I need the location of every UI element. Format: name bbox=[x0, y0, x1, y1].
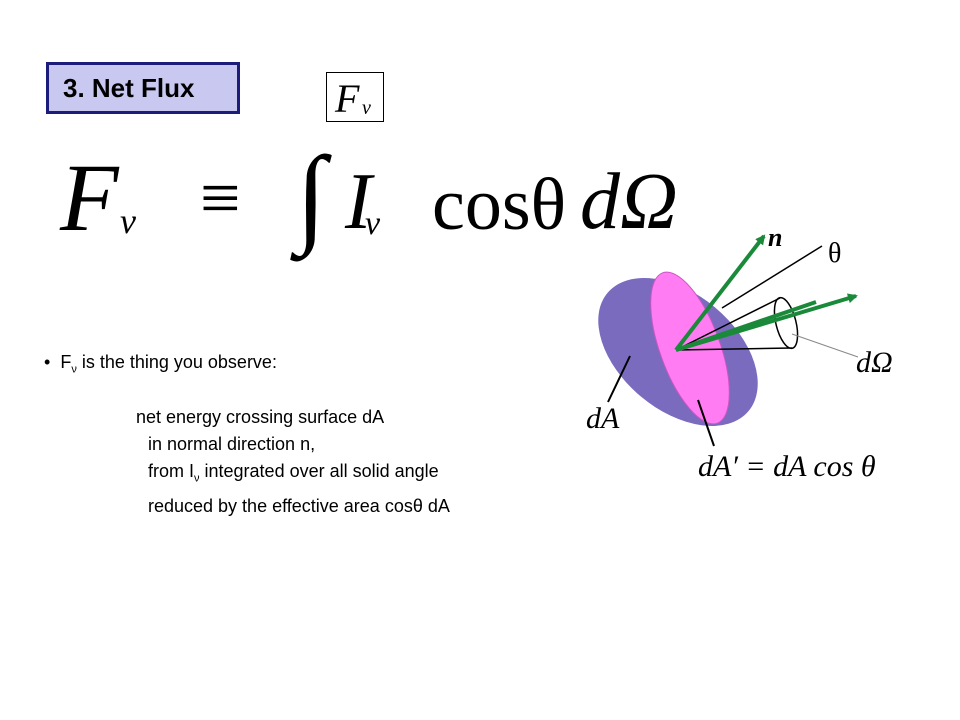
dA-leader bbox=[607, 355, 631, 403]
equation-intensity-subscript: ν bbox=[365, 205, 381, 242]
equation-equiv: ≡ bbox=[200, 158, 241, 238]
equation-integral: ∫ bbox=[296, 134, 327, 256]
description-line-4: reduced by the effective area cosθ dA bbox=[148, 495, 450, 516]
description-line-1: net energy crossing surface dA bbox=[136, 407, 385, 427]
description-line-3-post: integrated over all solid angle bbox=[199, 461, 439, 481]
equation-cos: cosθ bbox=[432, 164, 567, 246]
description: net energy crossing surface dA in normal… bbox=[136, 404, 450, 520]
equation-intensity: I bbox=[345, 158, 372, 246]
equation-domega: dΩ bbox=[580, 158, 678, 246]
bullet-point: • Fν is the thing you observe: bbox=[44, 352, 277, 376]
description-line-3: from Iν integrated over all solid angle bbox=[136, 458, 450, 493]
bullet-sub: ν bbox=[71, 363, 77, 376]
intensity-arrow-2 bbox=[675, 300, 817, 352]
domega-leader bbox=[791, 333, 859, 358]
flux-equation: F ν ≡ ∫ I ν cosθ dΩ bbox=[0, 0, 960, 280]
bullet-text: is the thing you observe: bbox=[76, 352, 277, 372]
bullet-marker: • bbox=[44, 352, 51, 372]
slide-title: 3. Net Flux bbox=[46, 62, 240, 114]
dAprime-leader bbox=[697, 399, 715, 447]
symbol-F: F bbox=[335, 76, 360, 121]
theta-line bbox=[721, 245, 823, 309]
equation-lhs-subscript: ν bbox=[120, 201, 136, 241]
cone-opening bbox=[773, 296, 799, 350]
bullet-F: F bbox=[60, 352, 72, 372]
solid-angle-cone bbox=[675, 297, 793, 351]
symbol-nu: ν bbox=[362, 97, 371, 119]
label-dA-relation: dA′ = dA cos θ bbox=[698, 450, 876, 483]
description-line-3-sub: ν bbox=[194, 472, 200, 485]
label-dA: dA bbox=[586, 402, 620, 435]
normal-arrow bbox=[674, 234, 766, 352]
label-domega: dΩ bbox=[856, 346, 893, 379]
description-line-2: in normal direction n, bbox=[148, 434, 316, 454]
label-theta: θ bbox=[828, 238, 841, 269]
description-line-3-pre: from I bbox=[148, 461, 195, 481]
flux-symbol-box: F ν bbox=[326, 72, 384, 122]
equation-lhs: F bbox=[60, 144, 119, 251]
label-n: n bbox=[768, 223, 782, 252]
